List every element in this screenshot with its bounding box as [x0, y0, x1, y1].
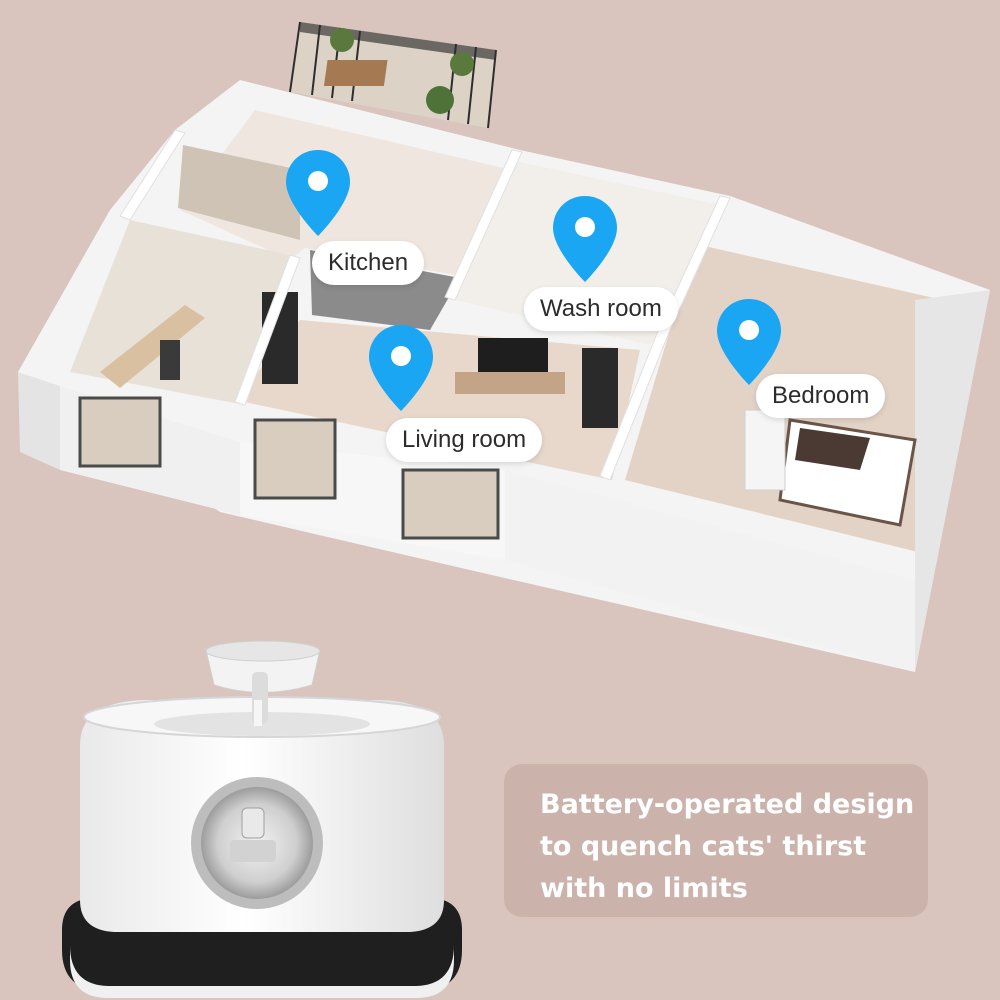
room-label-living-room: Living room [386, 418, 543, 462]
caption-line-2: to quench cats' thirst [540, 831, 867, 862]
feature-caption: Battery-operated design to quench cats' … [504, 764, 928, 917]
room-label-bedroom: Bedroom [756, 374, 886, 418]
room-label-kitchen: Kitchen [312, 241, 425, 285]
caption-line-1: Battery-operated design [540, 789, 915, 820]
caption-line-3: with no limits [540, 873, 748, 904]
map-pin-icon [286, 150, 781, 411]
pet-fountain [62, 640, 462, 998]
room-label-washroom: Wash room [524, 287, 678, 331]
balcony [289, 21, 497, 129]
